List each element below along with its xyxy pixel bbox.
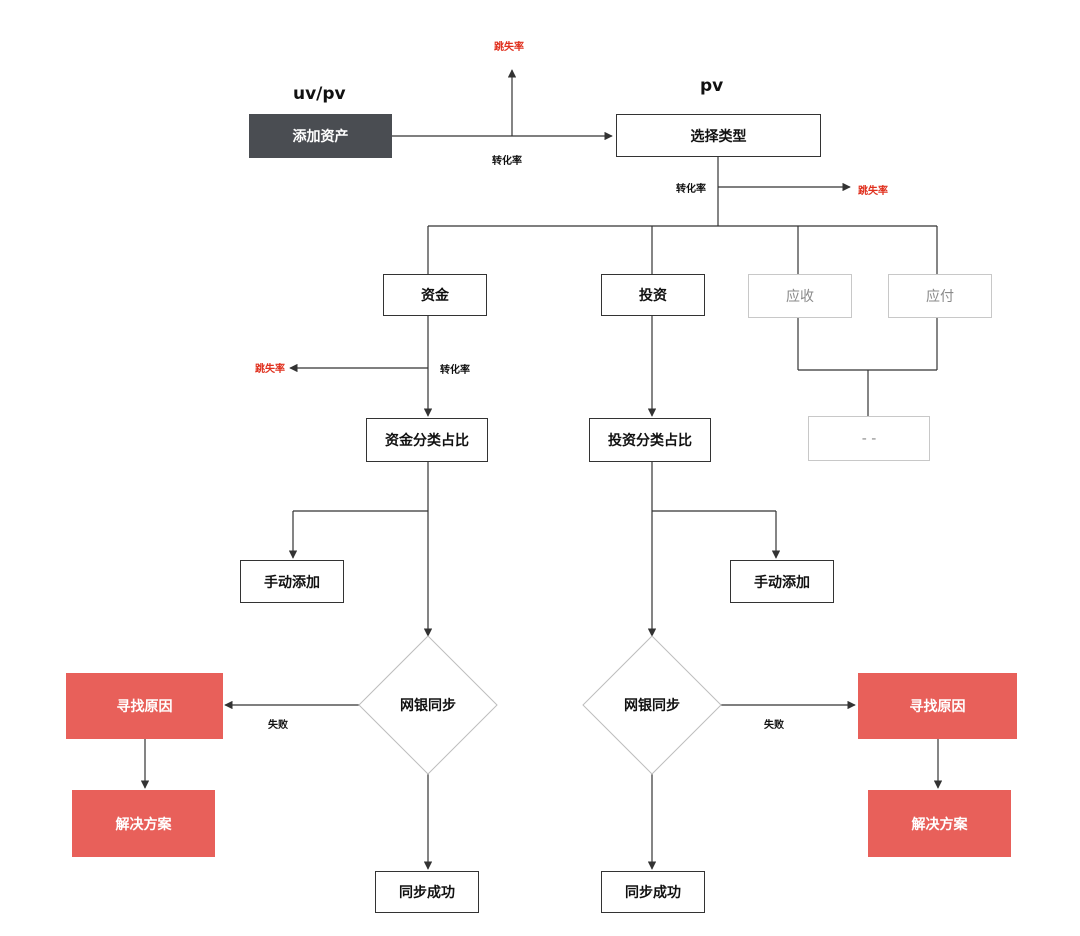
conversion-rate-left-label: 转化率: [440, 365, 470, 376]
bounce-rate-top-label: 跳失率: [494, 42, 524, 53]
fail-left-label: 失败: [268, 720, 288, 731]
find-reason-right-node: 寻找原因: [858, 673, 1017, 739]
bounce-rate-mid-label: 跳失率: [858, 186, 888, 197]
placeholder-node: - -: [808, 416, 930, 461]
select-type-node: 选择类型: [616, 114, 821, 157]
payable-node: 应付: [888, 274, 992, 318]
bounce-rate-left-label: 跳失率: [255, 364, 285, 375]
manual-add-left-node: 手动添加: [240, 560, 344, 603]
invest-ratio-node: 投资分类占比: [589, 418, 711, 462]
find-reason-left-node: 寻找原因: [66, 673, 223, 739]
invest-node: 投资: [601, 274, 705, 316]
solution-left-node: 解决方案: [72, 790, 215, 857]
fund-node: 资金: [383, 274, 487, 316]
uvpv-header: uv/pv: [293, 84, 346, 104]
sync-success-right-node: 同步成功: [601, 871, 705, 913]
receivable-node: 应收: [748, 274, 852, 318]
manual-add-right-node: 手动添加: [730, 560, 834, 603]
bank-sync-left-shape: [358, 635, 498, 775]
fail-right-label: 失败: [764, 720, 784, 731]
bank-sync-right-label: 网银同步: [624, 698, 680, 714]
conversion-rate-mid-label: 转化率: [676, 184, 706, 195]
sync-success-left-node: 同步成功: [375, 871, 479, 913]
conversion-rate-top-label: 转化率: [492, 156, 522, 167]
solution-right-node: 解决方案: [868, 790, 1011, 857]
bank-sync-right-shape: [582, 635, 722, 775]
add-asset-node: 添加资产: [249, 114, 392, 158]
fund-ratio-node: 资金分类占比: [366, 418, 488, 462]
pv-header: pv: [700, 76, 724, 96]
bank-sync-left-label: 网银同步: [400, 698, 456, 714]
